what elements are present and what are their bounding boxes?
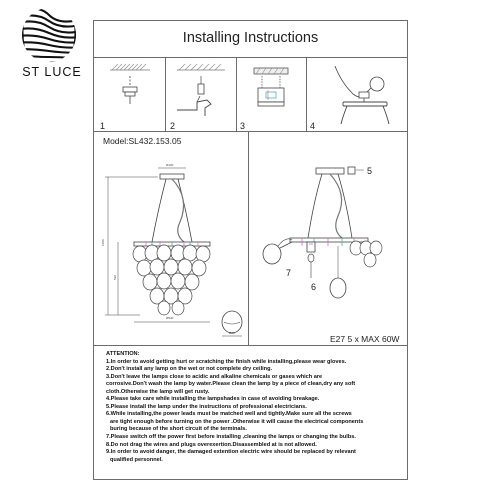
divider bbox=[236, 57, 237, 131]
attention-line: 9.In order to avoid danger, the damaged … bbox=[106, 449, 356, 456]
brand-name: ST LUCE bbox=[22, 65, 82, 79]
attention-line: buring because of the short circuit of t… bbox=[110, 426, 247, 433]
step-1-diagram bbox=[96, 60, 164, 120]
attention-line: 4.Please take care while installing the … bbox=[106, 396, 320, 403]
chandelier-assembly-drawing bbox=[252, 150, 406, 330]
attention-line: 7.Please switch off the power first befo… bbox=[106, 434, 356, 441]
step-number: 3 bbox=[240, 121, 246, 131]
callout-5: 5 bbox=[367, 166, 373, 176]
attention-line: 2.Don't install any lamp on the wet or n… bbox=[106, 366, 273, 373]
step-2-diagram bbox=[167, 60, 235, 122]
attention-line: are tight enough before turning on the p… bbox=[110, 418, 364, 425]
bulb-spec: E27 5 x MAX 60W bbox=[330, 334, 400, 344]
attention-line: 1.In order to avoid getting hurt or scra… bbox=[106, 358, 347, 365]
chandelier-dimension-drawing: Ø120 1600 520 bbox=[100, 150, 246, 340]
divider bbox=[306, 57, 307, 131]
svg-text:Ø120: Ø120 bbox=[166, 163, 174, 167]
attention-line: cloth.Otherwise the lamp will get rusty. bbox=[106, 388, 210, 395]
attention-line: 8.Do not drag the wires and plugs overex… bbox=[106, 441, 317, 448]
svg-text:520: 520 bbox=[113, 275, 117, 280]
step-3-diagram bbox=[238, 60, 305, 122]
divider bbox=[93, 131, 408, 132]
callout-6: 6 bbox=[311, 282, 317, 292]
attention-heading: ATTENTION: bbox=[106, 351, 140, 357]
divider bbox=[248, 131, 249, 345]
svg-text:1600: 1600 bbox=[101, 239, 105, 246]
attention-line: 3.Don't leave the lamps close to acidic … bbox=[106, 373, 323, 380]
attention-line: corrosive.Don't wash the lamp by water.P… bbox=[106, 381, 356, 388]
callout-7: 7 bbox=[286, 268, 292, 278]
logo-mark-icon bbox=[22, 8, 76, 62]
attention-line: 5.Please install the lamp under the inst… bbox=[106, 403, 307, 410]
attention-line: 6.While installing,the power leads must … bbox=[106, 411, 352, 418]
instruction-sheet bbox=[93, 20, 408, 480]
page-title: Installing Instructions bbox=[182, 30, 319, 46]
attention-notes: ATTENTION: 1.In order to avoid getting h… bbox=[106, 351, 402, 464]
svg-text:Ø80: Ø80 bbox=[229, 331, 235, 335]
step-4-diagram bbox=[307, 60, 407, 130]
attention-line: qualified personnel. bbox=[110, 456, 163, 463]
brand-logo bbox=[17, 5, 81, 65]
svg-text:Ø640: Ø640 bbox=[166, 316, 174, 320]
divider bbox=[165, 57, 166, 131]
divider bbox=[93, 345, 408, 346]
step-number: 1 bbox=[100, 121, 106, 131]
model-number: Model:SL432.153.05 bbox=[103, 136, 182, 146]
divider bbox=[93, 57, 408, 58]
step-number: 4 bbox=[310, 121, 316, 131]
step-number: 2 bbox=[170, 121, 176, 131]
